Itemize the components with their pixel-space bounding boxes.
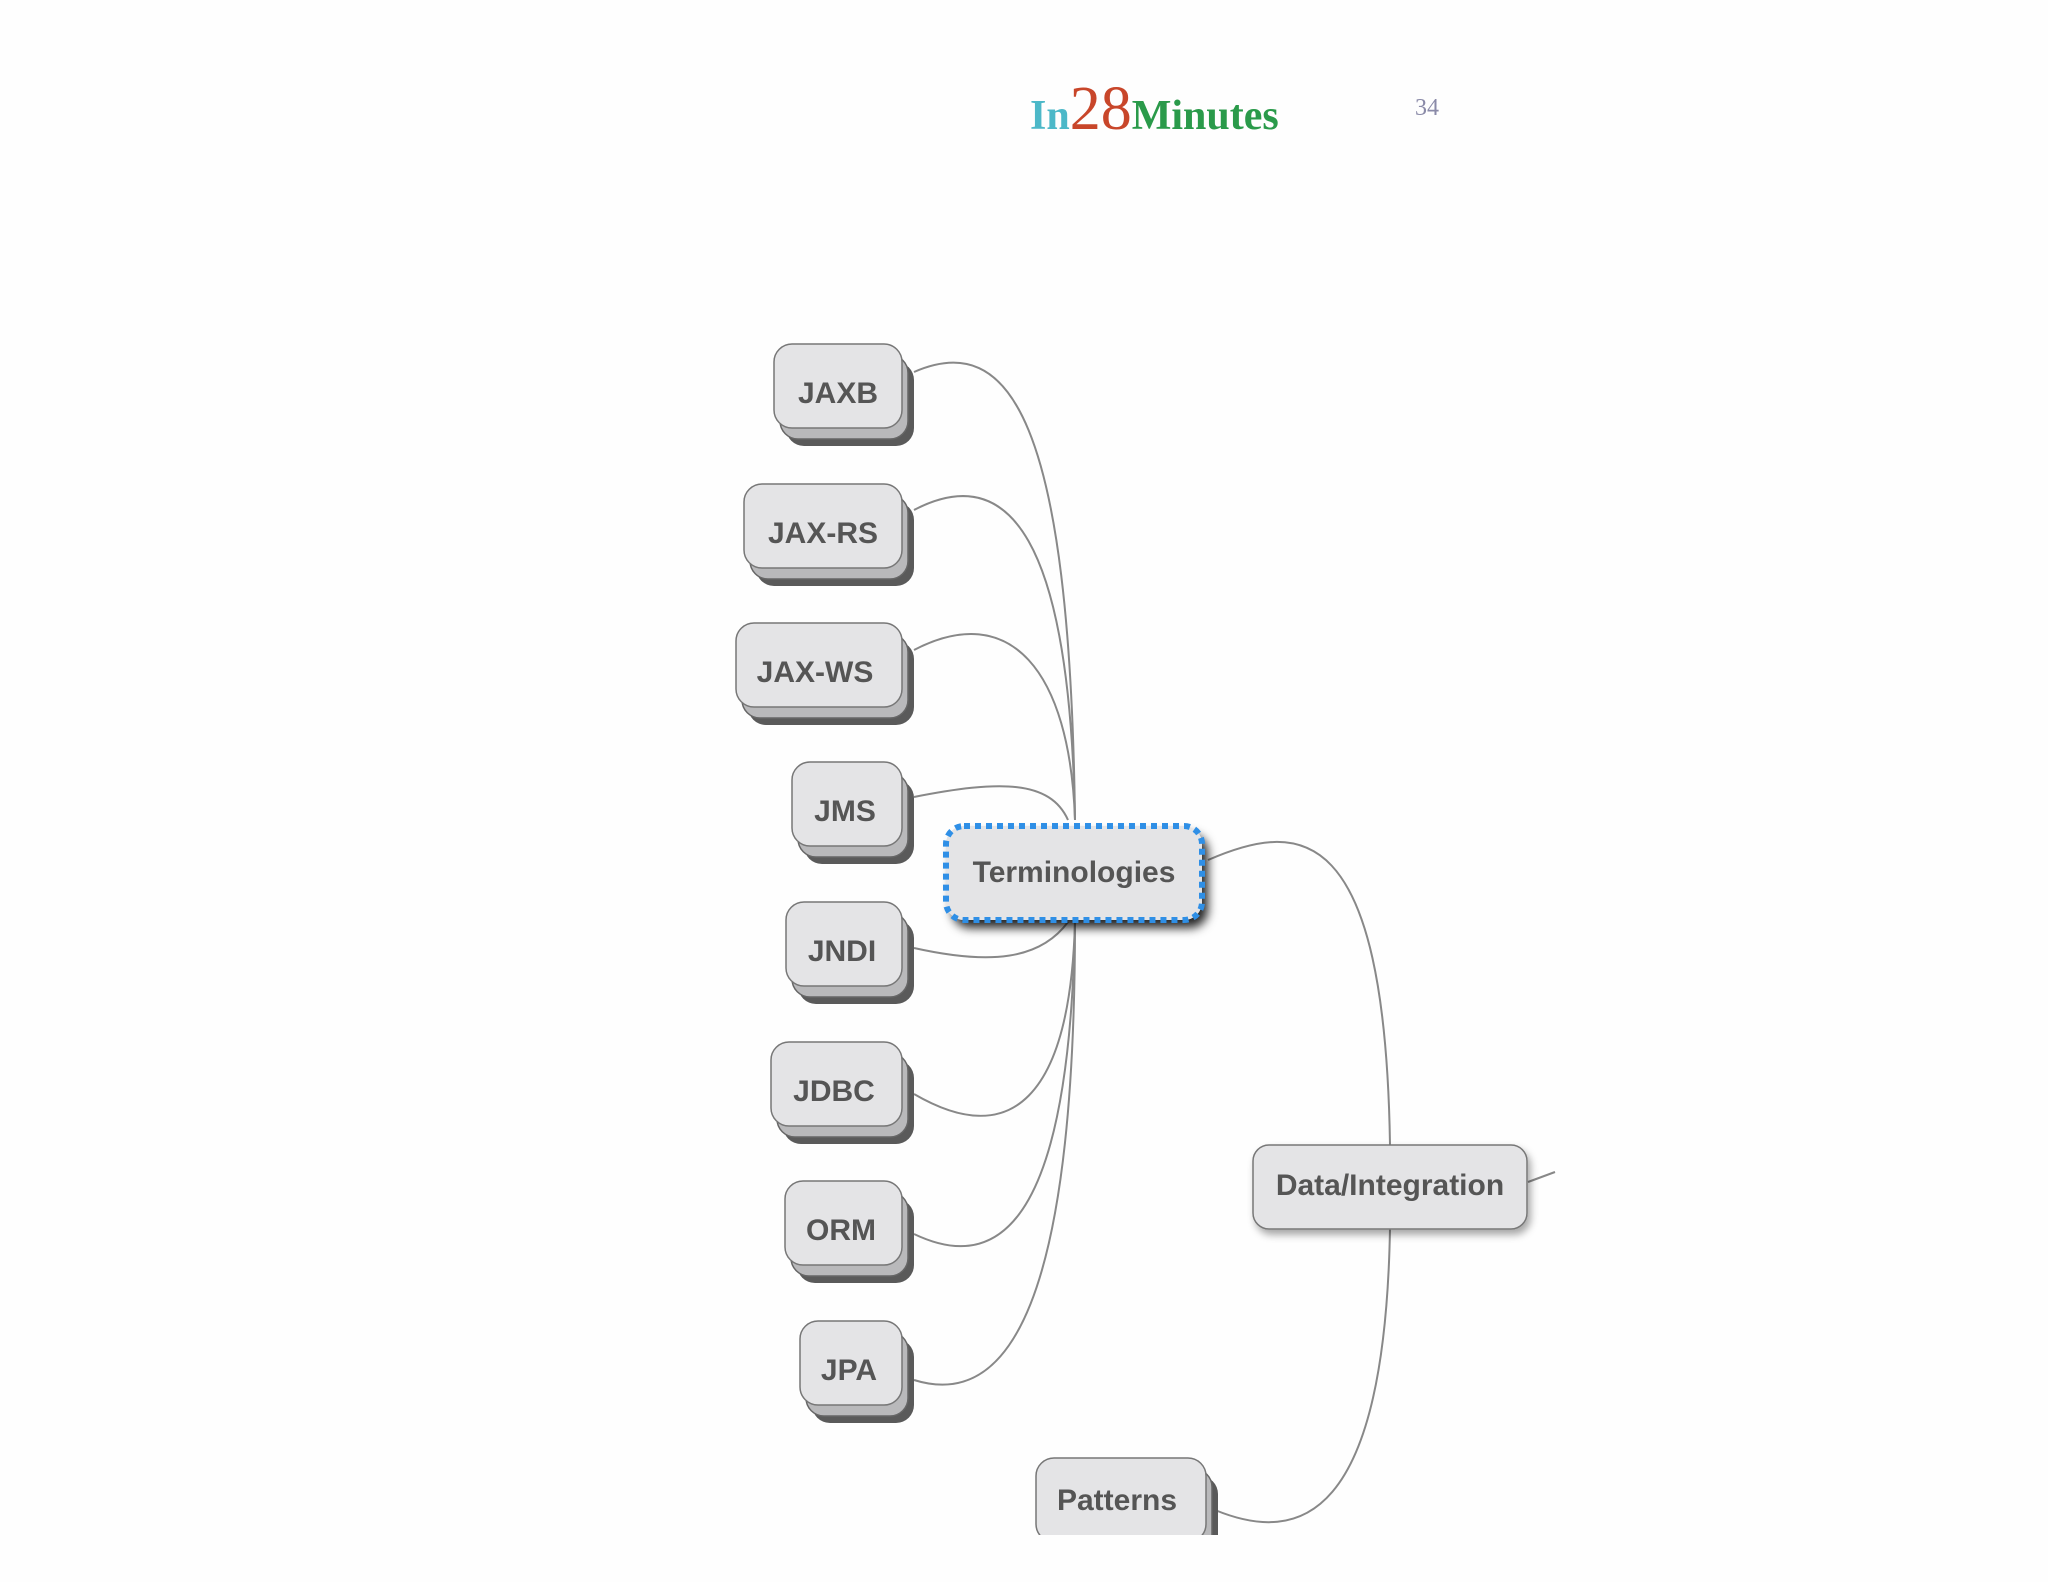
node-label-jax-rs: JAX-RS bbox=[768, 517, 878, 550]
node-label-jdbc: JDBC bbox=[793, 1075, 875, 1108]
node-label-jaxb: JAXB bbox=[798, 377, 878, 410]
node-jaxb[interactable]: JAXB bbox=[773, 343, 914, 446]
node-label-jndi: JNDI bbox=[808, 935, 876, 968]
node-terminologies[interactable]: Terminologies bbox=[943, 823, 1205, 923]
connector-parent-offscreen bbox=[1527, 1171, 1556, 1183]
node-jpa[interactable]: JPA bbox=[799, 1320, 914, 1423]
connector-jpa bbox=[913, 921, 1076, 1386]
node-label-orm: ORM bbox=[806, 1214, 876, 1247]
node-label-jms: JMS bbox=[814, 795, 876, 828]
node-label-patterns: Patterns bbox=[1057, 1484, 1177, 1517]
connector-terminologies-parent bbox=[1207, 840, 1391, 1146]
node-jax-rs[interactable]: JAX-RS bbox=[743, 483, 914, 586]
node-jdbc[interactable]: JDBC bbox=[770, 1041, 914, 1144]
connector-jax-ws bbox=[913, 633, 1076, 821]
node-data-integration[interactable]: Data/Integration bbox=[1252, 1144, 1528, 1230]
node-jax-ws[interactable]: JAX-WS bbox=[735, 622, 914, 725]
node-jndi[interactable]: JNDI bbox=[785, 901, 914, 1004]
node-jms[interactable]: JMS bbox=[791, 761, 914, 864]
connector-jndi bbox=[913, 921, 1069, 959]
child-nodes: JAXB JAX-RS JAX-WS JMS JNDI bbox=[735, 343, 914, 1423]
logo-text-in: In bbox=[1030, 93, 1070, 139]
node-label-jpa: JPA bbox=[821, 1354, 877, 1387]
connector-lines bbox=[913, 361, 1556, 1524]
in28minutes-logo: In28Minutes bbox=[1030, 78, 1279, 140]
node-label-jax-ws: JAX-WS bbox=[757, 656, 874, 689]
logo-text-minutes: Minutes bbox=[1131, 93, 1279, 139]
node-orm[interactable]: ORM bbox=[784, 1180, 914, 1283]
connector-jaxb bbox=[913, 361, 1076, 821]
connector-orm bbox=[913, 921, 1076, 1248]
connector-jax-rs bbox=[913, 495, 1076, 821]
node-label-terminologies: Terminologies bbox=[973, 856, 1176, 889]
selection-outline bbox=[943, 823, 1205, 923]
logo-text-28: 28 bbox=[1069, 75, 1132, 143]
connector-jdbc bbox=[913, 921, 1076, 1117]
connector-jms bbox=[913, 785, 1069, 821]
node-patterns[interactable]: Patterns bbox=[1035, 1457, 1218, 1560]
node-label-data-integration: Data/Integration bbox=[1276, 1169, 1504, 1202]
connector-patterns-parent bbox=[1214, 1227, 1391, 1524]
page-number: 34 bbox=[1415, 95, 1439, 121]
